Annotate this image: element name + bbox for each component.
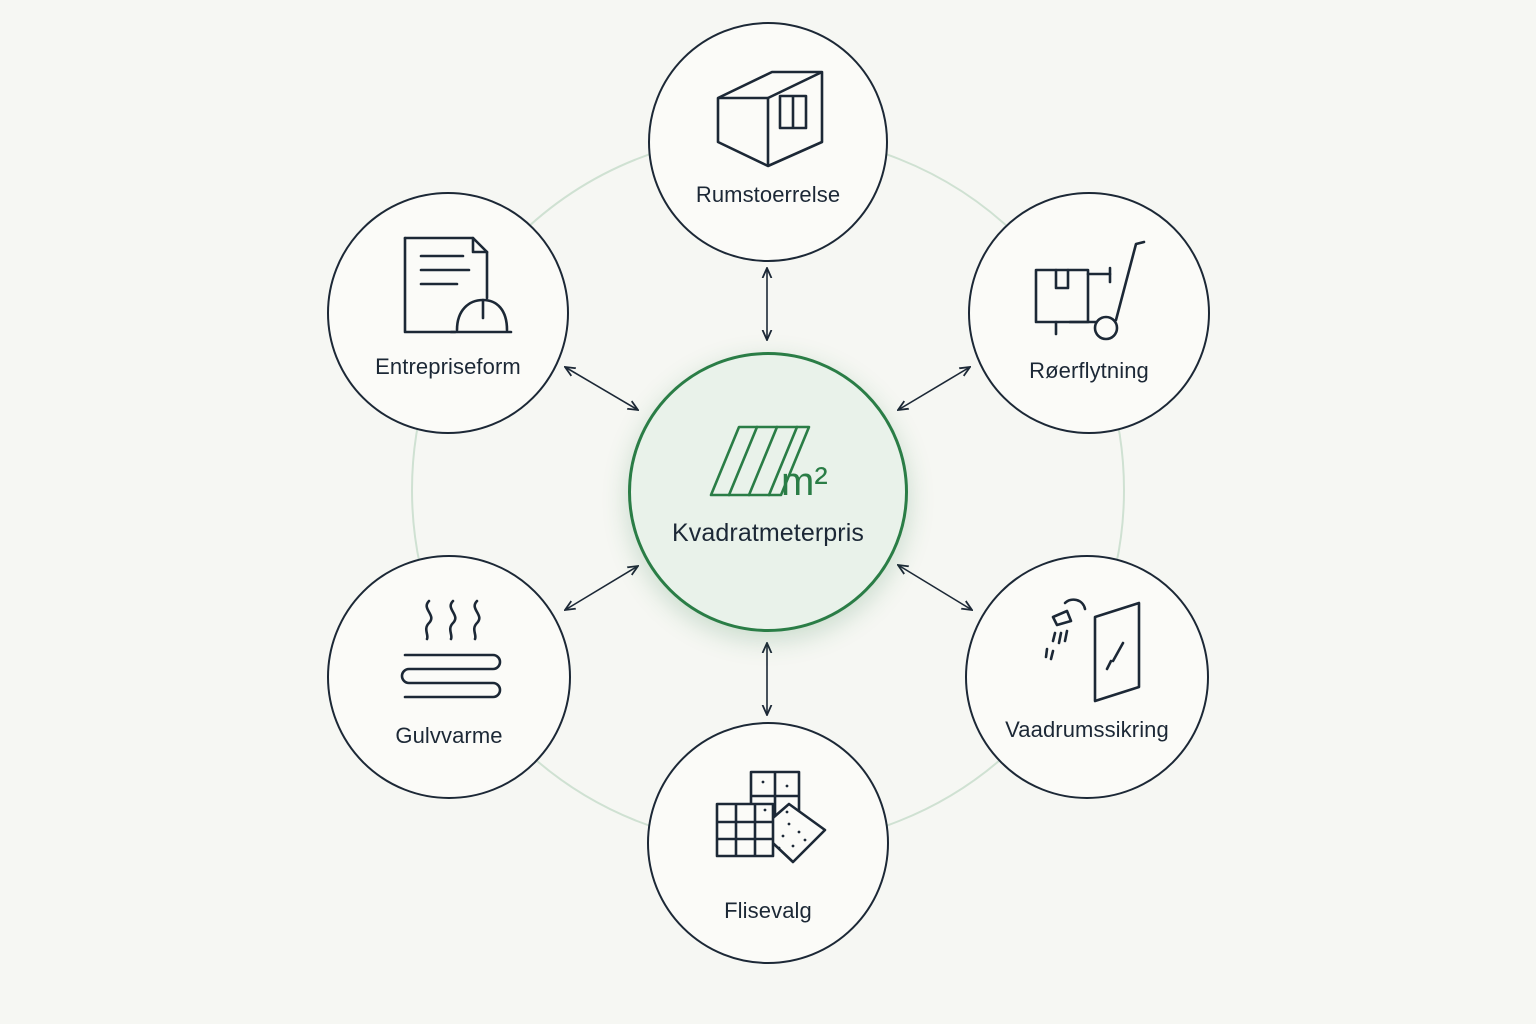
- node-label: Flisevalg: [724, 898, 812, 923]
- tile-m2-icon: m²: [709, 425, 828, 504]
- node-vaadrumssikring[interactable]: Vaadrumssikring: [965, 555, 1209, 799]
- connector-vaadrumssikring: [898, 565, 972, 610]
- hub-label: Kvadratmeterpris: [672, 519, 864, 547]
- contract-helmet-icon: [403, 236, 513, 334]
- connector-roerflytning: [898, 367, 970, 410]
- node-label: Gulvvarme: [395, 723, 503, 748]
- hub-icon-unit: m²: [781, 460, 828, 504]
- node-roerflytning[interactable]: Røerflytning: [968, 192, 1210, 434]
- floor-heating-icon: [400, 599, 502, 699]
- shower-glass-icon: [1044, 598, 1141, 703]
- hand-truck-icon: [1034, 240, 1146, 341]
- connector-gulvvarme: [565, 566, 638, 610]
- room-box-icon: [716, 70, 824, 168]
- node-gulvvarme[interactable]: Gulvvarme: [327, 555, 571, 799]
- hub-kvadratmeterpris[interactable]: m² Kvadratmeterpris: [628, 352, 908, 632]
- tiles-icon: [715, 770, 827, 864]
- node-label: Røerflytning: [1029, 358, 1149, 383]
- node-label: Entrepriseform: [375, 354, 521, 379]
- node-entrepriseform[interactable]: Entrepriseform: [327, 192, 569, 434]
- connector-entrepriseform: [565, 367, 638, 410]
- node-flisevalg[interactable]: Flisevalg: [647, 722, 889, 964]
- node-rumstoerrelse[interactable]: Rumstoerrelse: [648, 22, 888, 262]
- node-label: Vaadrumssikring: [1005, 717, 1169, 742]
- node-label: Rumstoerrelse: [695, 182, 841, 207]
